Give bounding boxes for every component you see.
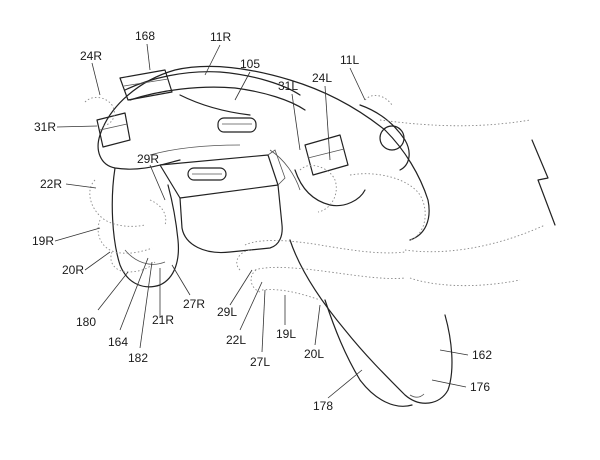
controller-drawing [96, 65, 453, 407]
label-27R: 27R [183, 297, 205, 311]
label-164: 164 [108, 335, 128, 349]
break-line [531, 139, 556, 226]
label-31R: 31R [34, 120, 56, 134]
label-29L: 29L [217, 305, 237, 319]
label-19R: 19R [32, 234, 54, 248]
label-31L: 31L [278, 79, 298, 93]
label-19L: 19L [276, 327, 296, 341]
reference-labels: 168 11R 105 11L 24R 31R 31L 24L 29R 22R … [32, 29, 492, 413]
label-20R: 20R [62, 263, 84, 277]
label-162: 162 [472, 348, 492, 362]
label-24R: 24R [80, 49, 102, 63]
label-168: 168 [135, 29, 155, 43]
label-29R: 29R [137, 152, 159, 166]
label-11L: 11L [340, 53, 359, 67]
label-20L: 20L [304, 347, 324, 361]
label-105: 105 [240, 57, 260, 71]
label-22L: 22L [226, 333, 246, 347]
label-182: 182 [128, 351, 148, 365]
label-22R: 22R [40, 177, 62, 191]
label-24L: 24L [312, 71, 332, 85]
label-27L: 27L [250, 355, 270, 369]
label-21R: 21R [152, 313, 174, 327]
label-178: 178 [313, 399, 333, 413]
label-180: 180 [76, 315, 96, 329]
label-11R: 11R [210, 30, 231, 44]
label-176: 176 [470, 380, 490, 394]
leader-lines [54, 43, 469, 399]
